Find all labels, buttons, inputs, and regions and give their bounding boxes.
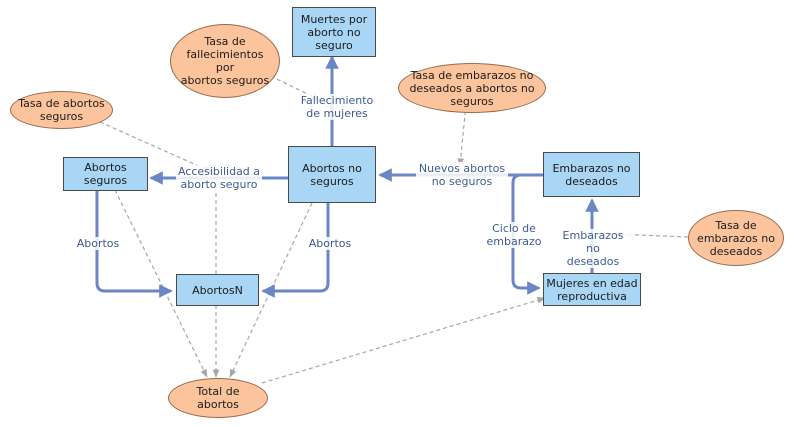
stock-abortos-no-seguros[interactable]: Abortos no seguros	[288, 146, 376, 203]
flow-label-embarazos-no-deseados: Embarazos no deseados	[553, 229, 633, 268]
stock-mujeres-en-edad-reproductiva[interactable]: Mujeres en edad reproductiva	[543, 273, 641, 306]
flow-label-nuevos-abortos-no-seguros: Nuevos abortos no seguros	[416, 162, 508, 188]
variable-total-de-abortos[interactable]: Total de abortos	[168, 378, 268, 418]
flow-label-abortos-left: Abortos	[72, 237, 124, 250]
flow-label-fallecimiento-de-mujeres: Fallecimiento de mujeres	[297, 94, 377, 120]
stock-abortos-seguros[interactable]: Abortos seguros	[63, 157, 148, 191]
variable-tasa-fallecimientos[interactable]: Tasa de fallecimientos por abortos segur…	[170, 24, 280, 98]
variable-tasa-abortos-seguros[interactable]: Tasa de abortos seguros	[10, 91, 113, 129]
variable-tasa-embarazos-abortos-no-seguros[interactable]: Tasa de embarazos no deseados a abortos …	[398, 63, 546, 113]
stock-embarazos-no-deseados[interactable]: Embarazos no deseados	[543, 152, 640, 197]
link-tasa-embarazos-no-deseados-to-flow	[613, 230, 689, 238]
stock-muertes-por-aborto-no-seguro[interactable]: Muertes por aborto no seguro	[292, 7, 376, 57]
link-total-to-mujeres	[261, 296, 546, 384]
flow-label-abortos-right: Abortos	[304, 237, 356, 250]
stock-abortosN[interactable]: AbortosN	[176, 274, 259, 306]
variable-tasa-embarazos-no-deseados[interactable]: Tasa de embarazos no deseados	[688, 210, 784, 266]
flow-label-accesibilidad-aborto-seguro: Accesibilidad a aborto seguro	[176, 165, 262, 191]
link-tasa-embarazos-abortos-to-flow	[457, 103, 467, 167]
flow-abortos-right	[261, 201, 330, 298]
flow-abortos-left	[95, 189, 173, 298]
flow-label-ciclo-de-embarazo: Ciclo de embarazo	[484, 222, 544, 248]
